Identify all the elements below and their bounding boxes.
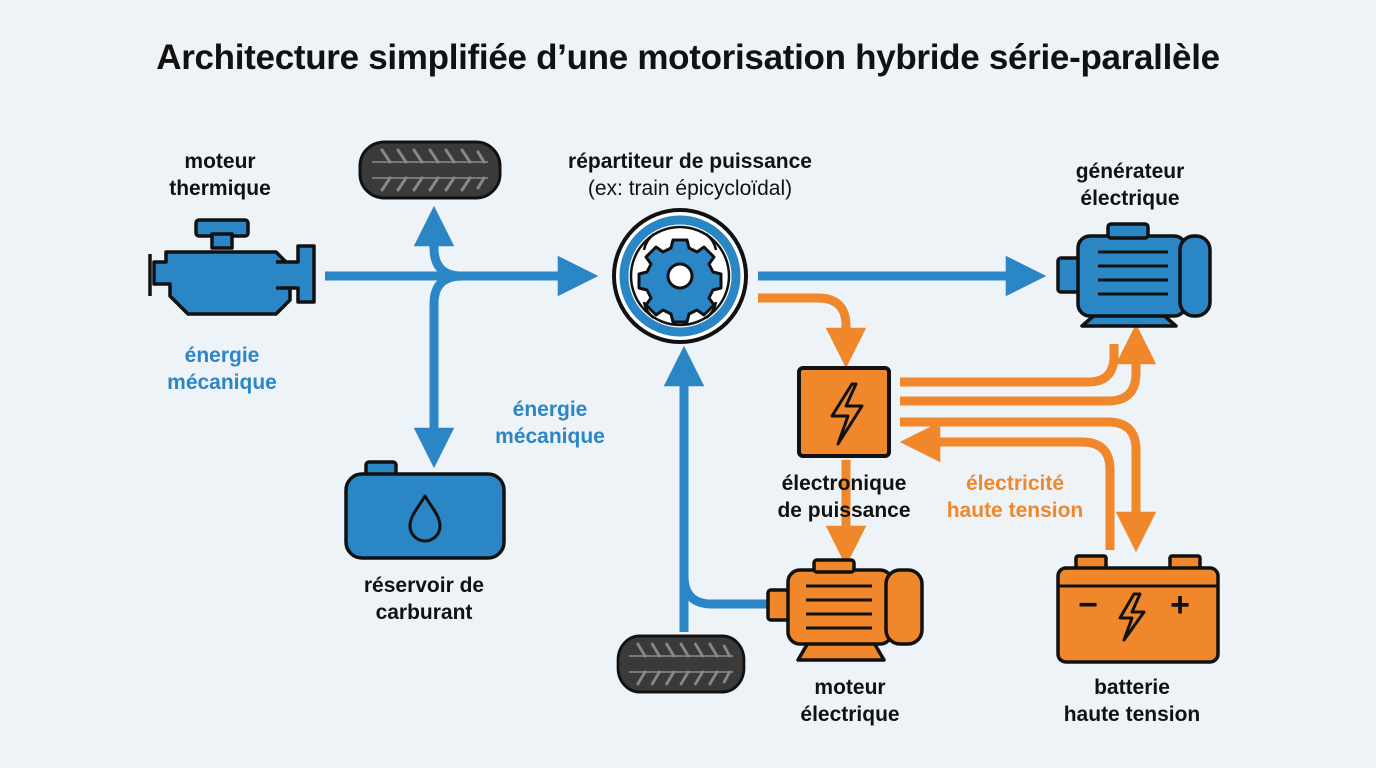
- tire-icon-bottom: [616, 634, 746, 694]
- label-electricite: électricité haute tension: [946, 472, 1084, 522]
- label-electronique: électronique de puissance: [777, 472, 911, 522]
- engine-icon: [148, 218, 316, 316]
- motor-icon: [766, 558, 924, 662]
- mechanical-flows: [325, 205, 1047, 632]
- battery-icon: − +: [1056, 554, 1220, 664]
- label-energie-mecanique-2: énergie mécanique: [495, 398, 605, 448]
- battery-minus: −: [1078, 586, 1098, 624]
- label-batterie: batterie haute tension: [1063, 676, 1201, 726]
- diagram-title: Architecture simplifiée d’une motorisati…: [156, 38, 1220, 77]
- label-moteur-electrique: moteur électrique: [800, 676, 900, 726]
- generator-icon: [1056, 222, 1212, 328]
- fuel-tank-icon: [344, 460, 506, 560]
- arrow-battery-to-electronics: [899, 421, 1115, 550]
- arrow-to-fuel-tank: [413, 271, 463, 469]
- label-moteur-thermique: moteur thermique: [169, 150, 271, 200]
- label-energie-mecanique-1: énergie mécanique: [167, 344, 277, 394]
- tire-icon: [358, 140, 502, 200]
- power-electronics-icon: [797, 366, 891, 458]
- arrow-to-top-tire: [413, 205, 463, 281]
- label-generateur: générateur électrique: [1075, 160, 1185, 210]
- arrow-electronics-to-generator-a: [900, 344, 1119, 387]
- arrow-splitter-to-electronics: [758, 293, 867, 369]
- electrical-flows: [758, 293, 1157, 567]
- label-repartiteur: répartiteur de puissance (ex: train épic…: [568, 150, 812, 200]
- gear-icon: [612, 208, 748, 344]
- arrow-electronics-to-battery: [900, 417, 1157, 553]
- label-reservoir: réservoir de carburant: [363, 574, 485, 624]
- battery-plus: +: [1170, 586, 1190, 624]
- arrow-electronics-to-generator-b: [900, 323, 1157, 406]
